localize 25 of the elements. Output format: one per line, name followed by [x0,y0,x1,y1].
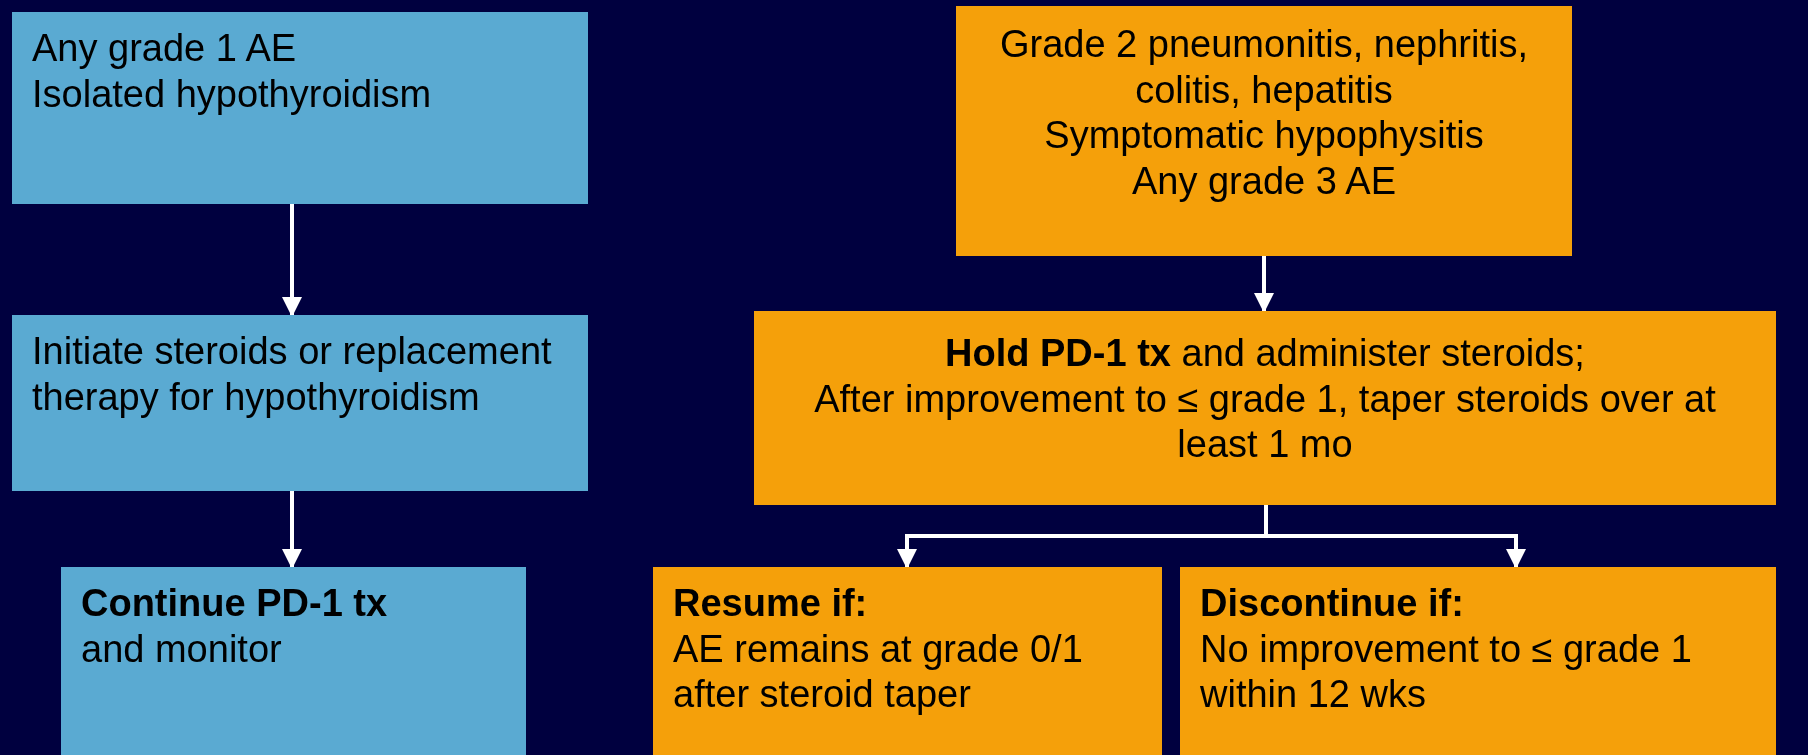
box-text: Isolated hypothyroidism [32,71,433,117]
process-box [61,567,526,755]
arrow [1264,505,1526,569]
box-text: Grade 2 pneumonitis, nephritis, colitis, hepatitis [998,22,1530,113]
box-text: Initiate steroids or replacement therapy for hypothyroidism [32,329,553,420]
process-box [1180,567,1776,755]
arrow [282,491,302,569]
box-text: Any grade 3 AE [1130,158,1398,204]
arrow [282,204,302,317]
box-heading: Continue PD-1 tx [81,581,389,626]
process-box [956,6,1572,256]
box-text: No improvement to ≤ grade 1 within 12 wks [1200,626,1693,718]
box-text: After improvement to ≤ grade 1, taper steroids over at least 1 mo [813,376,1717,468]
process-box [12,315,588,491]
box-text: and monitor [81,626,283,672]
box-text: Hold PD-1 tx and administer steroids; [944,331,1586,376]
box-heading: Discontinue if: [1200,581,1465,626]
box-heading: Resume if: [673,581,869,626]
process-box [653,567,1162,755]
box-text: AE remains at grade 0/1 after steroid taper [673,626,1084,718]
box-text: Any grade 1 AE [32,26,298,71]
process-box [754,311,1776,505]
process-box [12,12,588,204]
box-text: Symptomatic hypophysitis [1043,113,1485,159]
arrow [1254,256,1274,313]
